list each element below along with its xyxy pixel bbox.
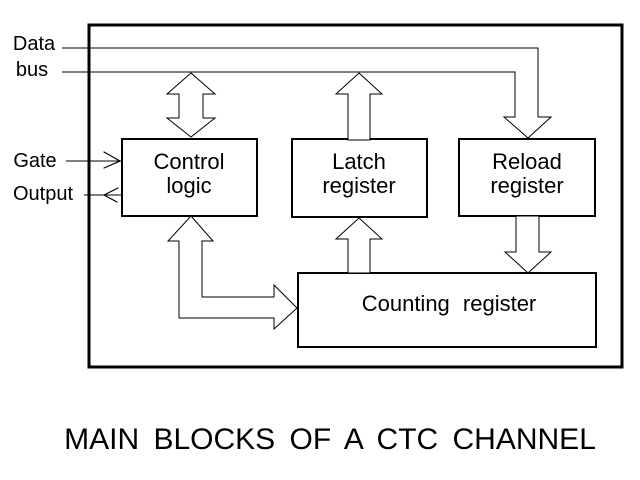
- counting-register-label: Counting register: [362, 291, 537, 316]
- control-logic-label-line2: logic: [166, 173, 211, 198]
- control-logic-label-line1: Control: [154, 149, 225, 174]
- gate-label: Gate: [13, 150, 56, 172]
- control-counting-bidirectional-arrow-icon: [166, 215, 298, 331]
- control-logic-box: [121, 138, 258, 217]
- data-bus-label-line1: Data: [13, 33, 56, 55]
- counting-register-box: [297, 272, 597, 348]
- latch-register-box: [291, 138, 428, 218]
- data-bus-line-lower: [62, 71, 529, 139]
- output-label: Output: [13, 183, 73, 205]
- reload-register-label-line2: register: [490, 173, 563, 198]
- data-bus-line-upper: [62, 47, 553, 139]
- counting-to-latch-up-arrow-icon: [334, 217, 384, 274]
- output-arrowhead-icon: [102, 187, 119, 203]
- gate-arrowhead-icon: [103, 151, 122, 169]
- latch-register-label-line1: Latch: [332, 149, 386, 174]
- latch-register-label-line2: register: [322, 173, 395, 198]
- reload-register-box: [458, 138, 596, 217]
- diagram-title: MAIN BLOCKS OF A CTC CHANNEL: [64, 423, 596, 456]
- bus-control-bidirectional-arrow-icon: [165, 72, 217, 138]
- latch-to-bus-up-arrow-icon: [334, 72, 384, 141]
- reload-to-counting-down-arrow-icon: [503, 215, 553, 274]
- data-bus-label-line2: bus: [16, 59, 48, 81]
- reload-register-label-line1: Reload: [492, 149, 562, 174]
